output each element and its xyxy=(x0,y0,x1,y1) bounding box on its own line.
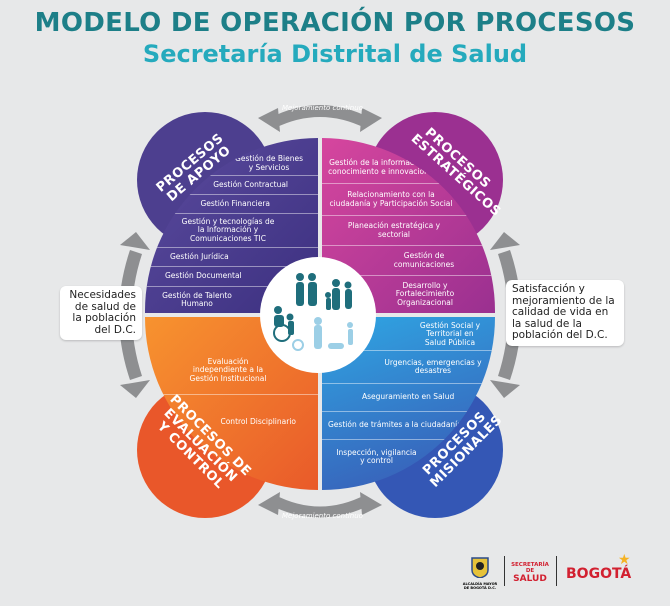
secretaria-logo: SECRETARÍA DE SALUD xyxy=(510,562,550,584)
estrategicos-item[interactable]: Gestión de la información, conocimiento … xyxy=(322,152,495,184)
misionales-item[interactable]: Urgencias, emergencias y desastres xyxy=(322,351,495,384)
logo-divider xyxy=(556,556,557,586)
apoyo-item[interactable]: Gestión de Bienes y Servicios xyxy=(145,152,318,176)
misionales-item-label: Gestión de trámites a la ciudadanía xyxy=(328,420,462,430)
apoyo-item-label: Gestión de Bienes y Servicios xyxy=(235,154,303,172)
page-subtitle: Secretaría Distrital de Salud xyxy=(142,40,528,68)
apoyo-item[interactable]: Gestión Jurídica xyxy=(145,248,318,267)
apoyo-item[interactable]: Gestión de Talento Humano xyxy=(145,287,318,313)
misionales-item[interactable]: Gestión de trámites a la ciudadanía xyxy=(322,412,495,440)
input-needs-box: Necesidades de salud de la población del… xyxy=(60,286,142,340)
estrategicos-item-label: Relacionamiento con la ciudadanía y Part… xyxy=(329,190,453,208)
estrategicos-item-label: Gestión de la información, conocimiento … xyxy=(328,158,429,176)
alcaldia-text: ALCALDÍA MAYOR DE BOGOTÁ D.C. xyxy=(462,582,498,590)
estrategicos-item[interactable]: Relacionamiento con la ciudadanía y Part… xyxy=(322,184,495,216)
bogota-logo: BOGOTÁ xyxy=(566,566,632,582)
secretaria-line2: SALUD xyxy=(513,574,547,584)
estrategicos-quadrant: Gestión de la información, conocimiento … xyxy=(322,138,495,313)
apoyo-item-label: Gestión Contractual xyxy=(213,179,288,189)
secretaria-line1: SECRETARÍA DE xyxy=(511,562,549,574)
apoyo-item[interactable]: Gestión Financiera xyxy=(145,195,318,214)
apoyo-item-label: Gestión Financiera xyxy=(200,198,270,208)
evaluacion-item[interactable]: Evaluación independiente a la Gestión In… xyxy=(145,347,318,395)
star-icon: ★ xyxy=(618,552,631,568)
page-title: MODELO DE OPERACIÓN POR PROCESOS xyxy=(34,8,636,38)
output-satisfaction-box: Satisfacción y mejoramiento de la calida… xyxy=(506,280,624,346)
alcaldia-logo: ALCALDÍA MAYOR DE BOGOTÁ D.C. xyxy=(462,556,498,590)
apoyo-item-label: Gestión y tecnologías de la Información … xyxy=(181,216,275,243)
people-illustration xyxy=(260,257,376,373)
estrategicos-item[interactable]: Planeación estratégica y sectorial xyxy=(322,216,495,246)
estrategicos-item[interactable]: Desarrollo y Fortalecimiento Organizacio… xyxy=(322,276,495,313)
evaluacion-item-label: Control Disciplinario xyxy=(220,416,296,426)
coat-of-arms-icon xyxy=(471,557,489,579)
estrategicos-item-label: Gestión de comunicaciones xyxy=(393,251,455,269)
cycle-label-bottom: Mejoramiento continuo xyxy=(282,512,363,520)
estrategicos-item[interactable]: Gestión de comunicaciones xyxy=(322,246,495,276)
evaluacion-item-label: Evaluación independiente a la Gestión In… xyxy=(189,356,267,383)
misionales-item-label: Urgencias, emergencias y desastres xyxy=(384,357,482,375)
apoyo-item-label: Gestión Jurídica xyxy=(170,251,229,261)
misionales-item-label: Gestión Social y Territorial en Salud Pú… xyxy=(419,320,481,347)
misionales-item[interactable]: Aseguramiento en Salud xyxy=(322,384,495,412)
apoyo-item[interactable]: Gestión Documental xyxy=(145,267,318,287)
misionales-item-label: Aseguramiento en Salud xyxy=(362,392,455,402)
misionales-item[interactable]: Gestión Social y Territorial en Salud Pú… xyxy=(322,319,495,351)
logo-divider xyxy=(504,556,505,586)
evaluacion-item[interactable]: Control Disciplinario xyxy=(145,407,318,437)
apoyo-item-label: Gestión Documental xyxy=(165,271,242,281)
apoyo-item[interactable]: Gestión y tecnologías de la Información … xyxy=(145,214,318,248)
apoyo-item[interactable]: Gestión Contractual xyxy=(145,176,318,195)
misionales-item[interactable]: Inspección, vigilancia y control xyxy=(322,440,495,474)
estrategicos-item-label: Desarrollo y Fortalecimiento Organizacio… xyxy=(395,280,455,307)
apoyo-item-label: Gestión de Talento Humano xyxy=(162,290,232,308)
cycle-label-top: Mejoramiento continuo xyxy=(282,104,363,112)
misionales-item-label: Inspección, vigilancia y control xyxy=(336,447,417,465)
estrategicos-item-label: Planeación estratégica y sectorial xyxy=(347,221,441,239)
